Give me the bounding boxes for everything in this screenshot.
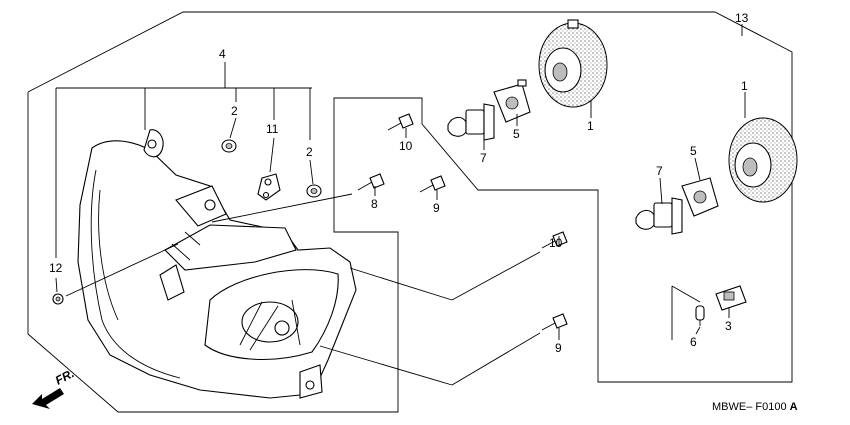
callout-3: 3 <box>725 319 732 333</box>
bulb-7-lower <box>635 197 683 235</box>
screw-10-upper <box>387 113 414 131</box>
front-direction-arrow-icon <box>32 388 64 409</box>
rubber-grommet-2a <box>221 139 237 153</box>
grommet-12 <box>52 293 64 305</box>
assembly-boundary-outline <box>27 11 793 413</box>
screw-9-lower <box>541 313 568 331</box>
front-direction-label: FR. <box>53 366 77 387</box>
callout-9b: 9 <box>555 341 562 355</box>
position-bulb-6 <box>695 305 705 326</box>
callout-9a: 9 <box>433 201 440 215</box>
callout-6: 6 <box>690 335 697 349</box>
callout-7a: 7 <box>480 151 487 165</box>
socket-5-upper <box>493 79 531 123</box>
callout-10a: 10 <box>399 139 413 153</box>
screw-8 <box>357 173 385 191</box>
callout-12: 12 <box>49 261 63 275</box>
rubber-grommet-2b <box>306 184 322 198</box>
callout-11: 11 <box>266 122 279 136</box>
headlight-housing <box>77 129 357 399</box>
callout-1a: 1 <box>587 119 594 133</box>
callout-5b: 5 <box>690 144 697 158</box>
drawing-code-suffix: A <box>790 401 798 413</box>
drawing-code: MBWE– F0100 A <box>712 401 798 413</box>
clip-nut-11 <box>257 173 281 201</box>
position-socket-3 <box>715 285 747 311</box>
drawing-code-main: MBWE– F0100 <box>712 401 787 413</box>
callout-2a: 2 <box>231 104 238 118</box>
socket-5-lower <box>681 177 719 217</box>
callout-4: 4 <box>219 47 226 61</box>
callout-13: 13 <box>735 11 749 25</box>
leader-lines <box>55 24 746 386</box>
callout-7b: 7 <box>656 164 663 178</box>
dust-cover-1-upper <box>538 19 608 108</box>
dust-cover-1-lower <box>728 117 798 203</box>
screw-9-upper <box>419 175 446 193</box>
bulb-7-upper <box>447 103 495 141</box>
callout-5a: 5 <box>513 127 520 141</box>
callout-1b: 1 <box>741 79 748 93</box>
callout-8: 8 <box>371 197 378 211</box>
callout-2b: 2 <box>306 145 313 159</box>
screw-10-lower <box>541 231 568 249</box>
callout-10b: 10 <box>549 236 563 250</box>
